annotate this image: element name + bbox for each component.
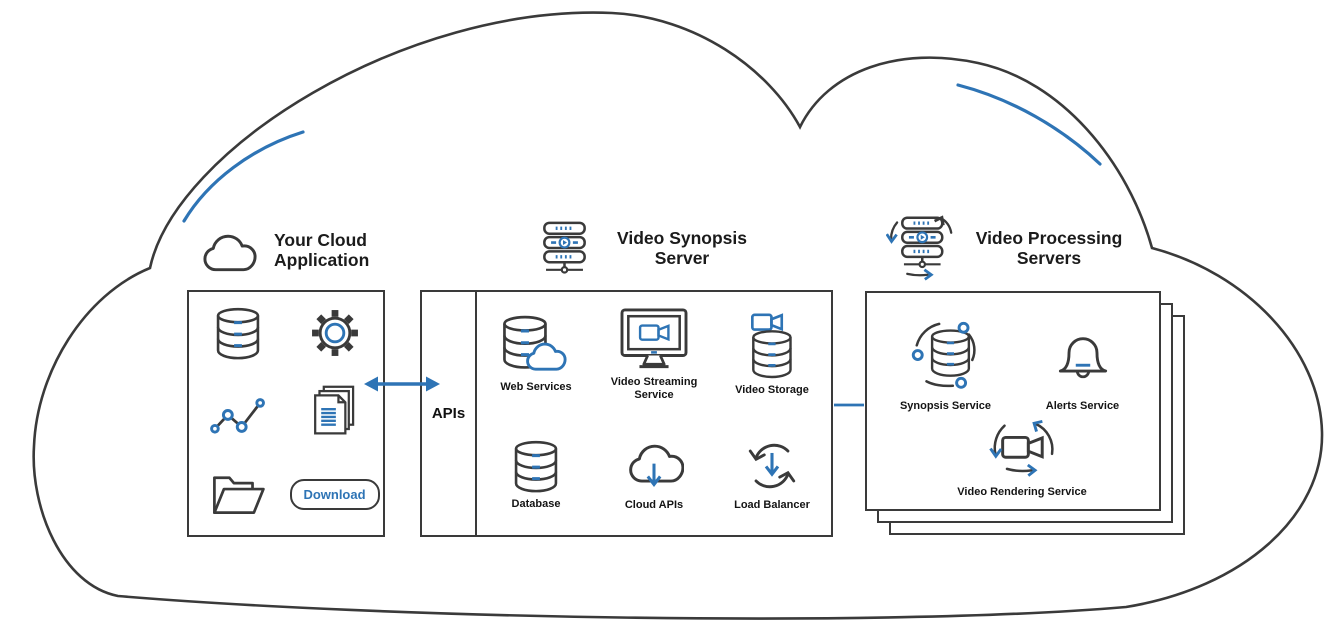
service-label: Database — [511, 497, 561, 510]
documents-icon — [313, 385, 354, 435]
database-icon — [216, 307, 259, 360]
video-storage-icon — [751, 313, 792, 379]
service-label: Video Rendering Service — [957, 486, 1087, 498]
alerts-service-icon — [1058, 337, 1107, 379]
web-services-icon — [502, 315, 567, 371]
cloud-icon — [203, 234, 257, 272]
video-rendering-icon — [989, 419, 1054, 477]
header-line: Your Cloud — [274, 229, 367, 250]
video-synopsis-server-box: APIs Web Services Video Strea — [420, 290, 833, 537]
server-stack-icon — [542, 221, 587, 275]
service-label: Video Storage — [735, 384, 809, 397]
service-label: Video Streaming Service — [610, 375, 698, 401]
header-video-processing-servers: Video Processing Servers — [886, 214, 1125, 281]
service-label: Web Services — [500, 381, 572, 394]
api-panel: APIs — [422, 292, 477, 535]
synopsis-service-icon — [911, 321, 976, 389]
header-line: Video Synopsis — [617, 228, 747, 248]
api-label: APIs — [431, 405, 466, 422]
service-label: Cloud APIs — [624, 498, 684, 511]
video-streaming-icon — [620, 308, 688, 368]
service-label: Alerts Service — [1045, 400, 1120, 412]
service-label: Load Balancer — [734, 498, 810, 511]
header-video-synopsis-server: Video Synopsis Server — [541, 221, 758, 275]
cloud-apis-icon — [629, 444, 684, 487]
server-stack-sync-icon — [886, 215, 953, 281]
video-processing-servers-box: Synopsis Service Alerts Service — [865, 291, 1161, 511]
header-your-cloud-application: Your Cloud Application — [200, 226, 369, 273]
header-line: Server — [654, 248, 710, 268]
cloud-accent-arc-left — [182, 130, 305, 223]
header-line: Application — [274, 249, 370, 270]
gear-icon — [311, 309, 358, 356]
your-cloud-application-box: Download — [187, 290, 385, 537]
header-line: Servers — [1016, 247, 1082, 268]
load-balancer-icon — [748, 443, 796, 488]
line-chart-icon — [209, 397, 265, 434]
download-button[interactable]: Download — [289, 479, 380, 510]
folder-icon — [212, 476, 265, 515]
database-icon — [514, 440, 558, 493]
cloud-accent-arc-right — [956, 83, 1102, 166]
header-line: Video Processing — [975, 227, 1123, 248]
service-label: Synopsis Service — [899, 400, 992, 412]
